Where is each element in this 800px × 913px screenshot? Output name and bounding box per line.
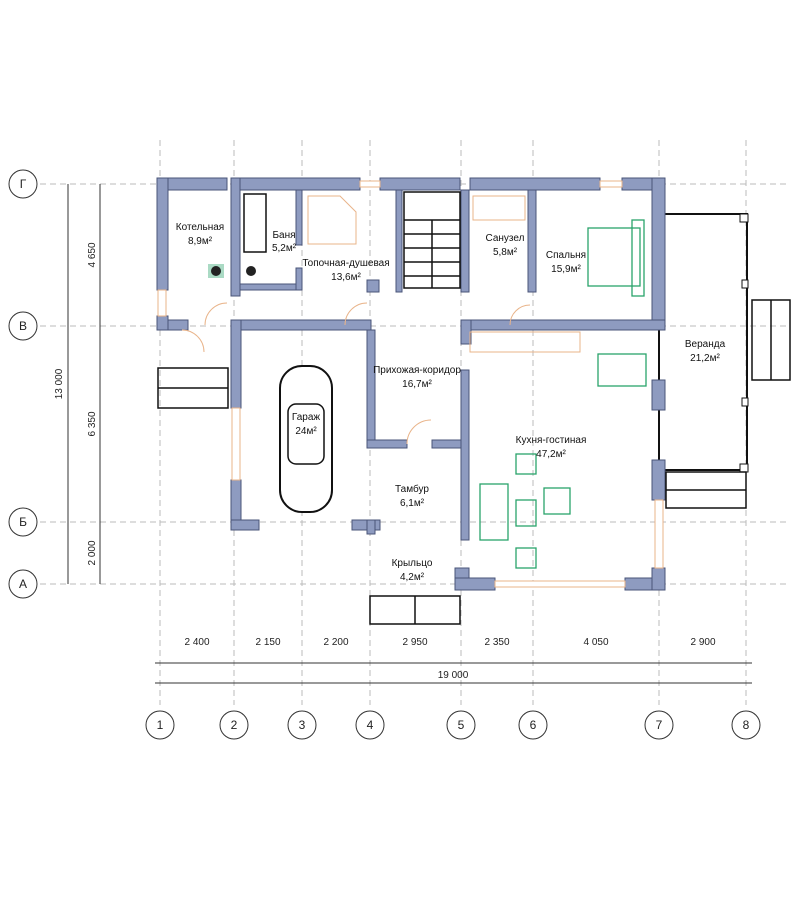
room-kitchen-area: 47,2м² (536, 449, 566, 460)
horizontal-axis-markers: 1 2 3 4 5 6 7 8 (145, 710, 761, 740)
staircase (157, 191, 791, 625)
room-shower-area: 13,6м² (331, 272, 361, 283)
room-bedroom-area: 15,9м² (551, 264, 581, 275)
room-kitchen-name: Кухня-гостиная (516, 435, 587, 446)
vertical-dimensions: 13 000 4 650 6 350 2 000 (54, 184, 101, 584)
room-labels: Котельная 8,9м² Баня 5,2м² Топочная-душе… (176, 222, 726, 583)
room-hall-name: Прихожая-коридор (373, 365, 461, 376)
axis-a: А (19, 577, 27, 591)
room-veranda-name: Веранда (685, 339, 726, 350)
axis-1: 1 (157, 718, 164, 732)
dim-horizontal-3: 2 200 (323, 637, 348, 648)
stove-icon (246, 266, 256, 276)
room-porch-name: Крыльцо (392, 558, 433, 569)
doors (181, 302, 531, 445)
room-shower-name: Топочная-душевая (302, 258, 389, 269)
axis-5: 5 (458, 718, 465, 732)
sofa-icon (479, 483, 509, 541)
axis-v: В (19, 319, 27, 333)
room-hall-area: 16,7м² (402, 379, 432, 390)
room-porch-area: 4,2м² (400, 572, 425, 583)
shower-cabin-icon (307, 195, 357, 245)
dim-horizontal-5: 2 350 (484, 637, 509, 648)
windows (157, 180, 664, 588)
bathtub-icon (472, 195, 526, 221)
room-bathroom-area: 5,8м² (493, 247, 518, 258)
car-icon (279, 365, 333, 513)
room-boiler-name: Котельная (176, 222, 224, 233)
room-vestibule-area: 6,1м² (400, 498, 425, 509)
dim-horizontal-6: 4 050 (583, 637, 608, 648)
axis-b: Б (19, 515, 27, 529)
dim-horizontal-7: 2 900 (690, 637, 715, 648)
axis-8: 8 (743, 718, 750, 732)
coffee-table-icon (515, 499, 537, 527)
dim-horizontal-total: 19 000 (438, 670, 469, 681)
axis-g: Г (20, 177, 27, 191)
dim-horizontal-2: 2 150 (255, 637, 280, 648)
room-boiler-area: 8,9м² (188, 236, 213, 247)
axis-6: 6 (530, 718, 537, 732)
bed-icon (587, 227, 641, 287)
room-garage-area: 24м² (295, 426, 317, 437)
vertical-axis-markers: Г В Б А (8, 169, 38, 599)
dim-vertical-1: 4 650 (87, 242, 98, 267)
horizontal-dimensions: 2 400 2 150 2 200 2 950 2 350 4 050 2 90… (155, 637, 752, 684)
veranda-frame (658, 213, 749, 473)
room-vestibule-name: Тамбур (395, 483, 429, 495)
dim-vertical-3: 2 000 (87, 540, 98, 565)
dim-horizontal-4: 2 950 (402, 637, 427, 648)
room-sauna-name: Баня (272, 230, 295, 241)
axis-4: 4 (367, 718, 374, 732)
axis-7: 7 (656, 718, 663, 732)
dim-vertical-total: 13 000 (54, 368, 65, 399)
room-veranda-area: 21,2м² (690, 353, 720, 364)
axis-2: 2 (231, 718, 238, 732)
sauna-bench-icon (243, 193, 267, 253)
room-bathroom-name: Санузел (486, 233, 525, 244)
room-bedroom-name: Спальня (546, 250, 586, 261)
walls (156, 177, 666, 591)
dim-horizontal-1: 2 400 (184, 637, 209, 648)
furniture (208, 193, 647, 569)
axis-3: 3 (299, 718, 306, 732)
dim-vertical-2: 6 350 (87, 411, 98, 436)
kitchen-counter-icon (469, 331, 581, 353)
dining-table-icon (597, 353, 647, 387)
room-sauna-area: 5,2м² (272, 243, 297, 254)
room-garage-name: Гараж (292, 412, 321, 423)
